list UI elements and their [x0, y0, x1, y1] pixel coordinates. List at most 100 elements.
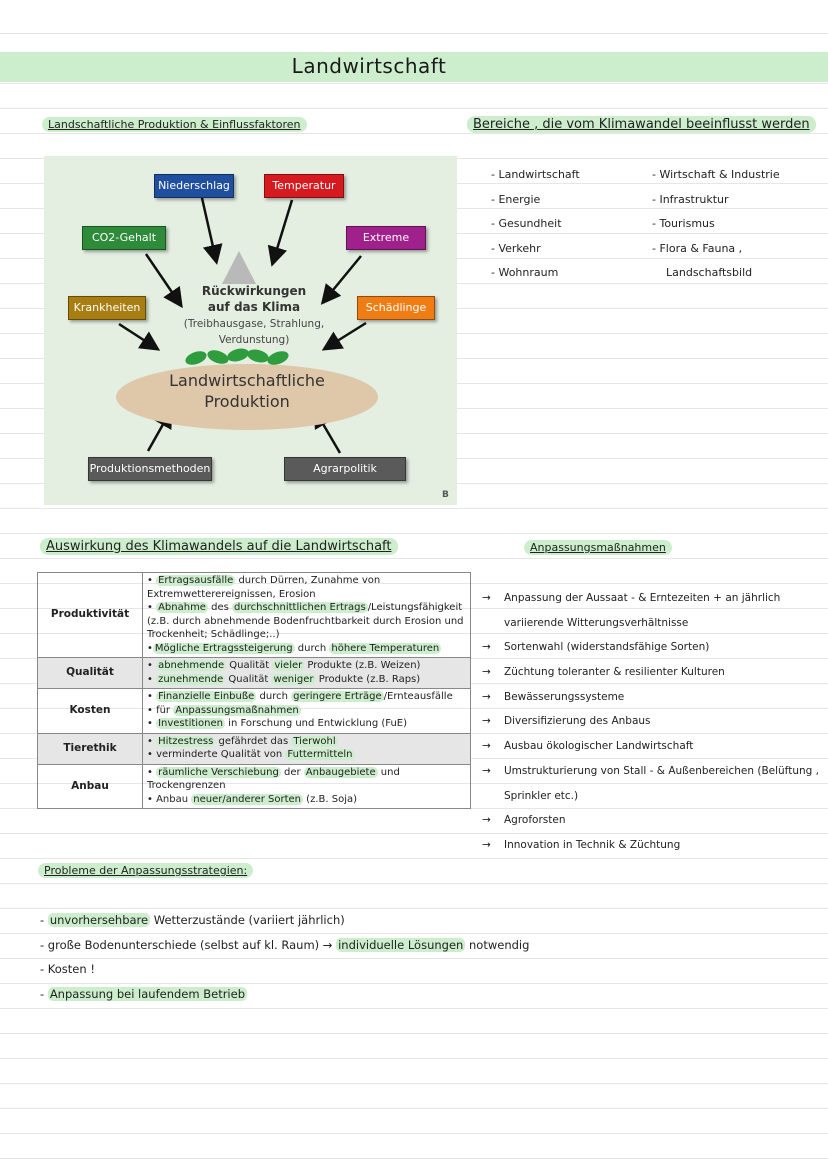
highlight-segment: weniger — [271, 673, 316, 685]
highlight-segment: abnehmende — [156, 660, 227, 671]
text-line: • Investitionen in Forschung und Entwick… — [147, 717, 466, 731]
text-line: • Finanzielle Einbuße durch geringere Er… — [147, 690, 466, 704]
measure-text: Anpassung der Aussaat - & Erntezeiten + … — [504, 592, 781, 604]
table-row: Tierethik • Hitzestress gefährdet das Ti… — [37, 732, 471, 765]
center-label-2: Produktion — [204, 392, 290, 411]
highlight-segment: Hitzestress — [156, 735, 216, 747]
highlight-segment: Anbaugebiete — [303, 766, 378, 778]
title-bar — [0, 52, 828, 82]
factor-temperatur: Temperatur — [264, 174, 344, 198]
arrow-schaedlinge — [321, 321, 367, 351]
arrow-extreme — [320, 255, 362, 305]
text-segment: Qualität — [226, 660, 273, 671]
arrow-icon: → — [482, 592, 491, 604]
arrow-co2 — [144, 253, 183, 309]
feedback-sub-1: (Treibhausgase, Strahlung, — [183, 318, 325, 330]
feedback-title-1: Rückwirkungen — [201, 284, 307, 298]
text-line: • Abnahme des durchschnittlichen Ertrags… — [147, 601, 466, 615]
text-segment: gefährdet das — [215, 735, 292, 747]
text-line: (z.B. durch abnehmende Bodenfruchtbarkei… — [147, 615, 464, 627]
plants-icon — [185, 348, 289, 365]
arrow-icon: → — [482, 838, 491, 851]
center-label: Landwirtschaftliche Produktion — [136, 370, 358, 412]
highlight-segment: durchschnittlichen Ertrags — [232, 602, 368, 613]
measure-item: variierende Witterungsverhältnisse — [482, 611, 819, 636]
arrow-icon: → — [482, 690, 491, 703]
row-label-ethics: Tierethik — [37, 732, 143, 765]
center-label-1: Landwirtschaftliche — [169, 371, 325, 390]
areas-list-right: - Wirtschaft & Industrie - Infrastruktur… — [652, 163, 780, 286]
factor-produktionsmethoden: Produktionsmethoden — [88, 457, 212, 481]
measure-text: Bewässerungssysteme — [504, 690, 625, 703]
measure-text: Ausbau ökologischer Landwirtschaft — [504, 740, 694, 753]
measure-item: →Ausbau ökologischer Landwirtschaft — [482, 734, 819, 759]
highlight-segment: zunehmende — [156, 673, 226, 685]
text-segment: Produkte (z.B. Raps) — [315, 673, 421, 685]
arrow-krankheiten — [118, 322, 161, 351]
highlight-segment: Abnahme — [156, 602, 208, 613]
factor-co2: CO2-Gehalt — [82, 226, 166, 250]
text-segment: • verminderte Qualität von — [147, 749, 286, 760]
text-segment: durch — [294, 642, 330, 654]
factor-schaedlinge: Schädlinge — [357, 296, 435, 320]
arrow-temperatur — [267, 199, 294, 267]
measure-text: Züchtung toleranter & resilienter Kultur… — [504, 666, 725, 679]
text-line: • abnehmende Qualität vieler Produkte (z… — [147, 659, 466, 673]
page-title: Landwirtschaft — [291, 54, 447, 78]
text-segment: in Forschung und Entwicklung (FuE) — [225, 718, 408, 729]
measure-item: →Innovation in Technik & Züchtung — [482, 833, 819, 858]
area-item: - Tourismus — [652, 217, 715, 230]
problem-item: - große Bodenunterschiede (selbst auf kl… — [40, 933, 529, 958]
heading-production: Landschaftliche Produktion & Einflussfak… — [42, 117, 307, 132]
table-row: Produktivität • Ertragsausfälle durch Dü… — [37, 572, 471, 658]
text-segment: • — [147, 718, 157, 729]
arrow-niederschlag — [200, 197, 223, 265]
text-segment: Qualität — [225, 673, 272, 685]
areas-list-left: - Landwirtschaft - Energie - Gesundheit … — [491, 163, 580, 286]
area-item: - Gesundheit — [491, 217, 562, 230]
highlight-segment: Anpassungsmaßnahmen — [173, 704, 301, 716]
text-segment: • — [147, 602, 157, 613]
area-item: Landschaftsbild — [666, 266, 753, 279]
text-segment: notwendig — [465, 937, 530, 952]
measure-text: Sprinkler etc.) — [504, 789, 579, 802]
factor-agrarpolitik: Agrarpolitik — [284, 457, 406, 481]
heading-production-text: Landschaftliche Produktion & Einflussfak… — [42, 117, 307, 132]
feedback-title-2: auf das Klima — [207, 300, 301, 314]
text-segment: • — [147, 575, 157, 586]
measure-text: Sortenwahl (widerstandsfähige Sorten) — [504, 641, 710, 654]
measure-item: Sprinkler etc.) — [482, 784, 819, 809]
factor-extreme: Extreme — [346, 226, 426, 250]
text-segment: • — [147, 766, 157, 778]
effects-table: Produktivität • Ertragsausfälle durch Dü… — [37, 572, 471, 809]
heading-measures-text: Anpassungsmaßnahmen — [524, 540, 672, 555]
text-segment: • — [147, 673, 157, 685]
text-segment: durch Dürren, Zunahme von — [235, 575, 381, 586]
measure-item: → Bewässerungssysteme — [482, 685, 819, 710]
text-line: •Mögliche Ertragssteigerung durch höhere… — [147, 642, 466, 656]
text-line: Trockenheit; Schädlinge;..) — [147, 629, 280, 640]
copyright-mark: B — [442, 490, 449, 500]
area-item: - Flora & Fauna , — [652, 241, 743, 255]
table-row: Qualität • abnehmende Qualität vieler Pr… — [37, 657, 471, 689]
arrow-icon: → — [482, 715, 491, 728]
text-segment: • — [147, 642, 153, 654]
highlight-segment: Mögliche Ertragssteigerung — [152, 642, 295, 654]
text-line: • zunehmende Qualität weniger Produkte (… — [147, 673, 466, 687]
heading-problems: Probleme der Anpassungsstrategien: — [38, 863, 254, 878]
heading-measures: Anpassungsmaßnahmen — [524, 540, 672, 555]
table-row: Kosten • Finanzielle Einbuße durch gerin… — [37, 688, 471, 734]
area-item: - Energie — [491, 192, 541, 206]
text-segment: - — [40, 987, 48, 1002]
highlight-segment: höhere Temperaturen — [329, 642, 442, 654]
measure-text: variierende Witterungsverhältnisse — [504, 616, 689, 629]
heading-effects: Auswirkung des Klimawandels auf die Land… — [40, 538, 398, 555]
measure-item: →Züchtung toleranter & resilienter Kultu… — [482, 660, 819, 685]
text-segment: der — [280, 766, 304, 778]
agriculture-factors-diagram: Rückwirkungen auf das Klima (Treibhausga… — [44, 156, 457, 505]
feedback-label: Rückwirkungen auf das Klima (Treibhausga… — [174, 283, 334, 347]
arrow-icon: → — [482, 641, 491, 654]
arrow-icon: → — [482, 814, 491, 827]
text-segment: Produkte (z.B. Weizen) — [304, 660, 421, 671]
area-item: - Wohnraum — [491, 266, 559, 279]
